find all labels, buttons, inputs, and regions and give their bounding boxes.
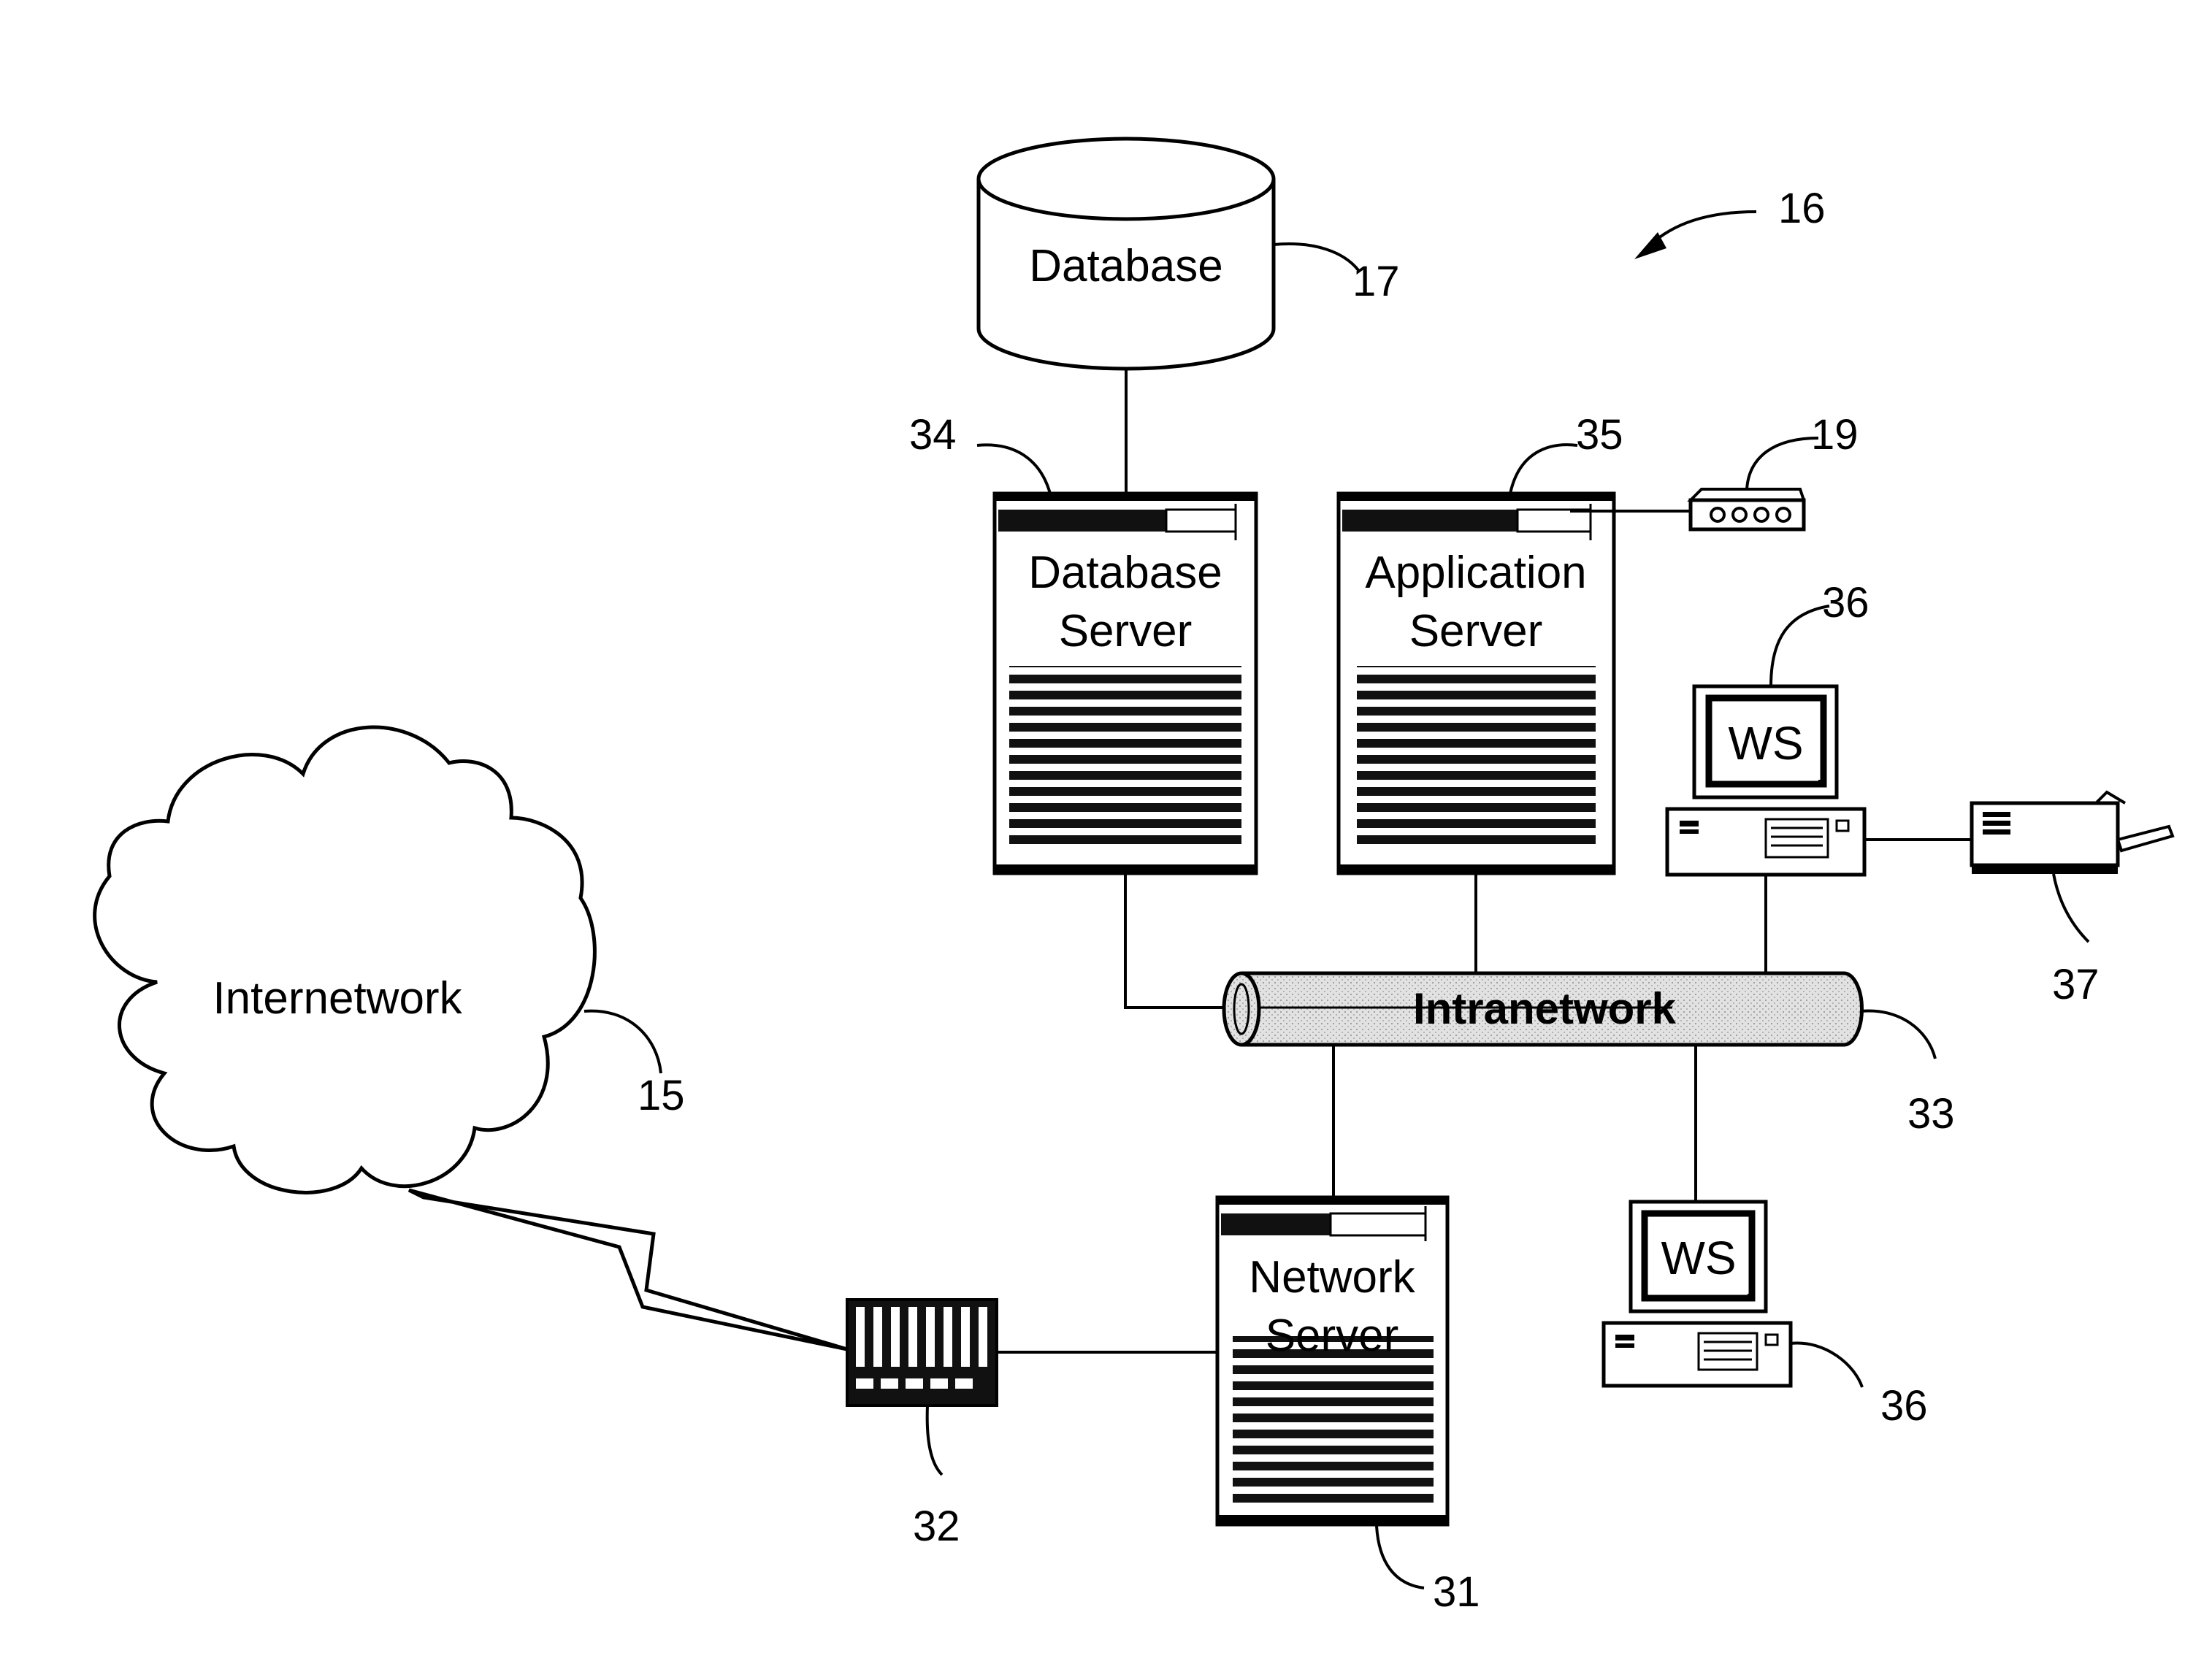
database-server-label-line2: Server	[1059, 606, 1193, 656]
network-server-icon	[1217, 1197, 1447, 1525]
wan-link-lightning	[409, 1190, 847, 1349]
figure-reference-arrow	[1634, 212, 1756, 259]
network-server-leader-line	[1377, 1526, 1424, 1588]
workstation-bottom-icon	[1604, 1202, 1791, 1386]
printer-icon	[1972, 792, 2173, 874]
database-server-label-line1: Database	[1028, 548, 1222, 598]
network-server-ref: 31	[1433, 1568, 1480, 1616]
printer-leader-line	[2054, 874, 2089, 942]
gateway-ref: 32	[913, 1503, 960, 1550]
internetwork-cloud	[95, 727, 595, 1192]
intranetwork-leader-line	[1861, 1010, 1935, 1059]
database-label: Database	[1029, 241, 1222, 291]
workstation-bottom-label: WS	[1661, 1232, 1736, 1284]
workstation-bottom-ref: 36	[1880, 1382, 1928, 1430]
router-icon	[1691, 489, 1804, 529]
application-server-label-line2: Server	[1409, 606, 1543, 656]
workstation-top-icon	[1667, 686, 1864, 875]
database-ref: 17	[1352, 258, 1400, 305]
workstation-top-ref: 36	[1822, 579, 1870, 626]
application-server-ref: 35	[1576, 411, 1623, 459]
gateway-leader-line	[927, 1405, 942, 1475]
database-server-ref: 34	[909, 411, 957, 459]
router-ref: 19	[1811, 411, 1859, 459]
printer-ref: 37	[2052, 961, 2100, 1008]
network-server-label-line2: Server	[1266, 1311, 1399, 1361]
workstation-top-label: WS	[1728, 717, 1803, 770]
router-leader-line	[1747, 438, 1818, 489]
intranetwork-label: Intranetwork	[1413, 984, 1677, 1033]
internetwork-label: Internetwork	[213, 973, 462, 1024]
internetwork-ref: 15	[638, 1072, 685, 1119]
figure-number: 16	[1778, 185, 1826, 232]
network-server-label-line1: Network	[1249, 1252, 1415, 1303]
database-leader-line	[1274, 244, 1358, 270]
workstation-bottom-leader-line	[1791, 1343, 1862, 1387]
internetwork-leader-line	[584, 1011, 661, 1073]
application-server-label-line1: Application	[1365, 548, 1586, 598]
application-server-leader-line	[1510, 445, 1577, 494]
gateway-icon	[847, 1300, 997, 1405]
workstation-top-leader-line	[1771, 606, 1829, 686]
database-server-leader-line	[977, 445, 1050, 494]
intranetwork-ref: 33	[1907, 1090, 1955, 1138]
